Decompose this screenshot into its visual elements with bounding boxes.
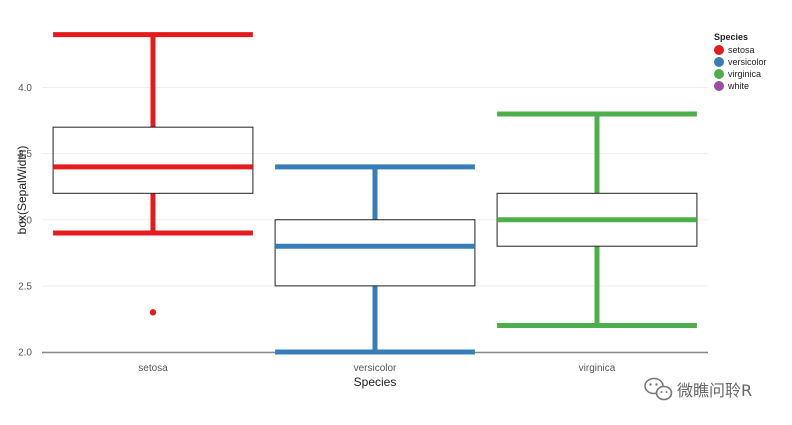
legend: Species setosa versicolor virginica white [714,32,767,91]
legend-title: Species [714,32,748,42]
box-setosa [52,32,254,316]
x-tick-label: setosa [138,363,168,374]
y-tick-label: 3.5 [18,149,32,160]
watermark-text: 微瞧问聆R [677,381,752,400]
y-tick-label: 3.0 [18,215,32,226]
outlier-point [149,309,157,316]
legend-label-versicolor: versicolor [728,57,767,67]
legend-swatch-white [714,81,724,91]
boxes [52,32,698,355]
watermark: 微瞧问聆R [644,377,752,401]
x-tick-label: versicolor [354,363,397,374]
iqr-box [274,219,476,287]
legend-label-setosa: setosa [728,45,755,55]
legend-swatch-virginica [714,69,724,79]
box-versicolor [274,164,476,355]
y-tick-label: 4.0 [18,83,32,94]
y-tick-label: 2.0 [18,348,32,359]
legend-swatch-versicolor [714,57,724,67]
iqr-box [52,126,254,194]
wechat-icon [644,377,673,401]
box-virginica [496,111,698,329]
legend-swatch-setosa [714,45,724,55]
y-tick-label: 2.5 [18,281,32,292]
tick-labels: 2.0 2.5 3.0 3.5 4.0 setosa versicolor virginica [18,83,616,374]
legend-label-white: white [727,81,749,91]
x-axis-title: Species [354,375,397,389]
legend-label-virginica: virginica [728,69,761,79]
y-axis-title: box(SepalWidth) [15,146,29,235]
x-tick-label: virginica [579,363,616,374]
